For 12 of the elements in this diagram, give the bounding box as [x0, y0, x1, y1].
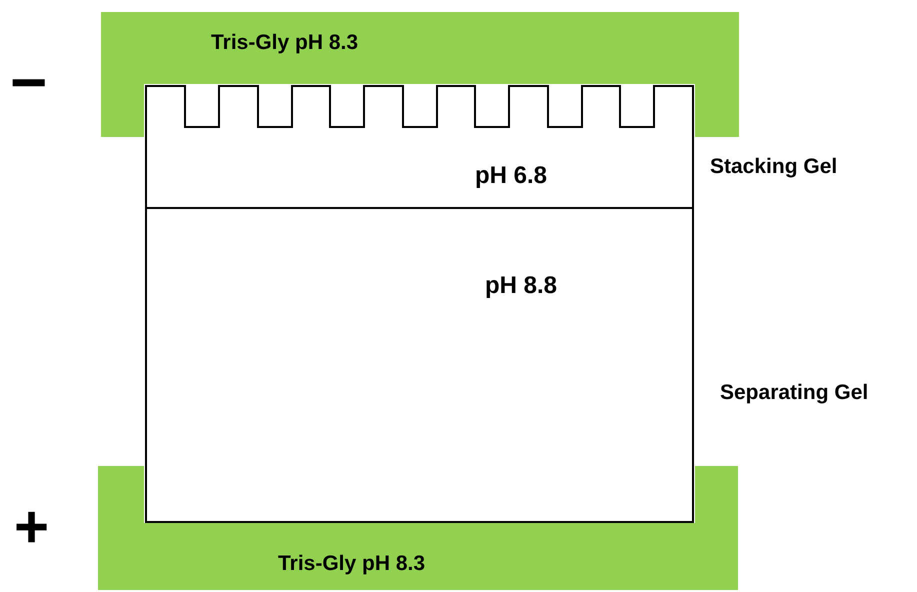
ph-label: Tris-Gly pH 8.3: [211, 30, 358, 56]
gel-layer-label: Separating Gel: [720, 380, 868, 406]
gel-layer-label: Stacking Gel: [710, 154, 838, 180]
ph-label: pH 8.8: [485, 271, 558, 301]
stacking-gel: [145, 85, 694, 208]
electrode-sign: +: [14, 497, 50, 557]
separating-gel: [145, 207, 694, 523]
buffer-band: [101, 12, 739, 84]
electrode-sign: −: [10, 50, 48, 114]
ph-label: pH 6.8: [475, 161, 548, 191]
buffer-band: [98, 523, 738, 590]
ph-label: Tris-Gly pH 8.3: [278, 551, 426, 577]
